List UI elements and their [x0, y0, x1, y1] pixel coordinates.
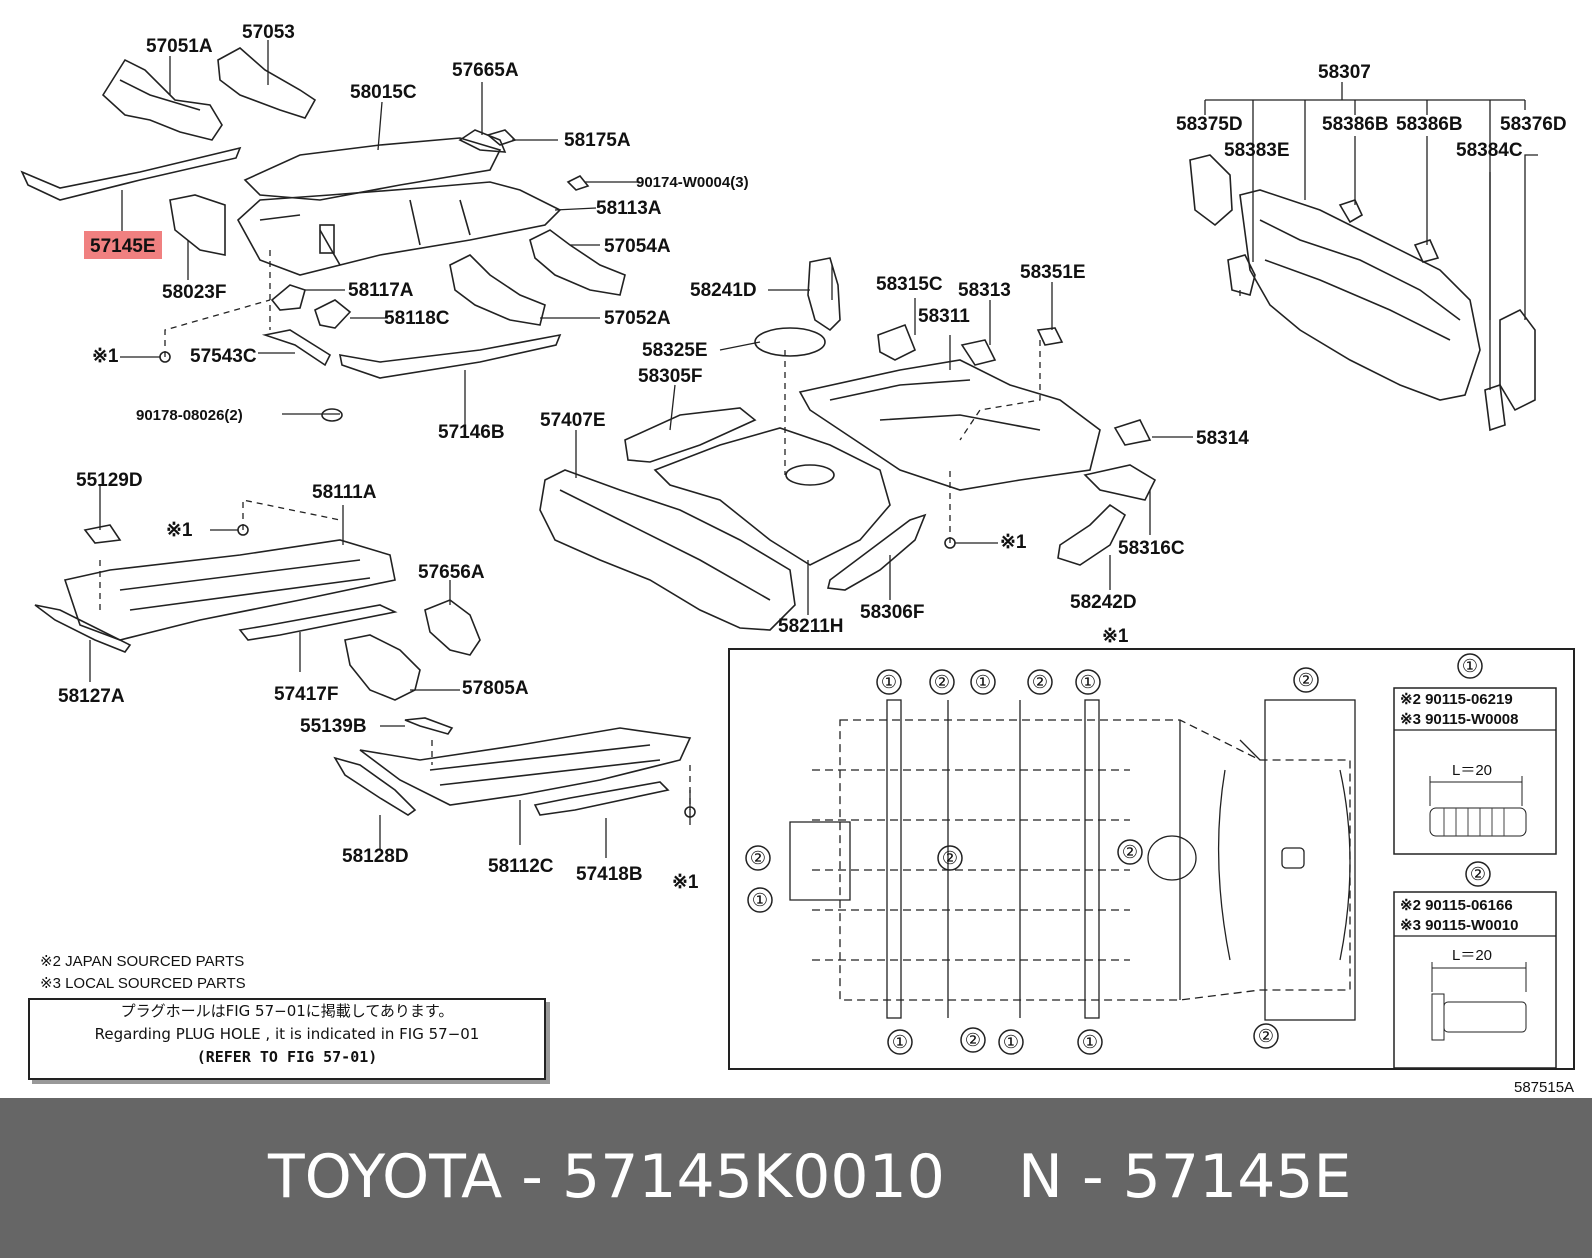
leader-lines [89, 40, 1538, 858]
callout-1: ① [1080, 672, 1096, 692]
label-58117A: 58117A [348, 280, 414, 301]
bolt1-length: L＝20 [1452, 762, 1492, 779]
label-57805A: 57805A [462, 678, 529, 699]
label-58241D: 58241D [690, 280, 757, 301]
label-58023F: 58023F [162, 282, 226, 303]
bolt-location-inset [728, 648, 1575, 1070]
bolt2-title: ② [1470, 864, 1486, 884]
label-58315C: 58315C [876, 274, 943, 295]
plug-note-en: Regarding PLUG HOLE , it is indicated in… [94, 1025, 480, 1043]
bolt1-local-part: ※3 90115-W0008 [1400, 711, 1518, 728]
bolt1-title: ① [1462, 656, 1478, 676]
label-57417F: 57417F [274, 684, 338, 705]
label-57053: 57053 [242, 22, 295, 43]
label-57407E: 57407E [540, 410, 606, 431]
bolt-spec-1: ① ※2 90115-06219 ※3 90115-W0008 L＝20 [1393, 653, 1557, 855]
footer-banner: TOYOTA - 57145K0010 N - 57145E [0, 1098, 1592, 1258]
callout-2: ② [1298, 670, 1314, 690]
label-58376D: 58376D [1500, 114, 1567, 135]
footer-part-number: TOYOTA - 57145K0010 [268, 1142, 945, 1212]
label-58242D: 58242D [1070, 592, 1137, 613]
callout-2: ② [942, 848, 958, 868]
callout-1: ① [752, 890, 768, 910]
label-58307: 58307 [1318, 62, 1371, 83]
label-57052A: 57052A [604, 308, 671, 329]
label-57146B: 57146B [438, 422, 505, 443]
bolt-spec-2: ② ※2 90115-06166 ※3 90115-W0010 L＝20 [1393, 861, 1557, 1069]
label-57054A: 57054A [604, 236, 671, 257]
plug-hole-note: プラグホールはFIG 57−01に掲載してあります。 Regarding PLU… [28, 998, 546, 1080]
callout-2: ② [965, 1030, 981, 1050]
label-58386B-1: 58386B [1322, 114, 1389, 135]
label-55129D: 55129D [76, 470, 143, 491]
label-58383E: 58383E [1224, 140, 1290, 161]
label-58313: 58313 [958, 280, 1011, 301]
callout-1: ① [975, 672, 991, 692]
label-58314: 58314 [1196, 428, 1249, 449]
label-57418B: 57418B [576, 864, 643, 885]
label-x1-b: ※1 [1000, 532, 1027, 553]
dashed-leaders [99, 250, 1241, 810]
inset-drawing [789, 699, 1356, 1021]
label-58128D: 58128D [342, 846, 409, 867]
parts-diagram: 57051A 57053 58015C 57665A 58175A 90174-… [20, 22, 1575, 1096]
note-japan-sourced: ※2 JAPAN SOURCED PARTS [40, 953, 244, 970]
label-x1-a: ※1 [92, 346, 119, 367]
plug-note-ref: (REFER TO FIG 57-01) [196, 1048, 378, 1066]
label-90178: 90178-08026(2) [136, 407, 243, 424]
label-58113A: 58113A [596, 198, 662, 219]
callout-2: ② [750, 848, 766, 868]
callout-1: ① [881, 672, 897, 692]
plug-note-jp: プラグホールはFIG 57−01に掲載してあります。 [120, 1002, 454, 1020]
callout-1: ① [1082, 1032, 1098, 1052]
label-57145E: 57145E [90, 236, 156, 257]
bolt1-japan-part: ※2 90115-06219 [1400, 691, 1513, 708]
callout-2: ② [1032, 672, 1048, 692]
part-labels: 57051A 57053 58015C 57665A 58175A 90174-… [58, 22, 1567, 893]
label-58111A: 58111A [312, 482, 377, 503]
callout-2: ② [1122, 842, 1138, 862]
label-58015C: 58015C [350, 82, 417, 103]
label-x1-d: ※1 [672, 872, 699, 893]
label-x1-c: ※1 [166, 520, 193, 541]
label-58325E: 58325E [642, 340, 708, 361]
label-58112C: 58112C [488, 856, 554, 877]
bolt2-japan-part: ※2 90115-06166 [1400, 897, 1513, 914]
label-58351E: 58351E [1020, 262, 1086, 283]
label-57656A: 57656A [418, 562, 485, 583]
label-58211H: 58211H [778, 616, 844, 637]
label-58386B-2: 58386B [1396, 114, 1463, 135]
inset-callout-text: ① ② ① ② ① ② ② ② ② ① ① ② ① ① ② [750, 670, 1314, 1052]
note-local-sourced: ※3 LOCAL SOURCED PARTS [40, 975, 246, 992]
part-drawings [20, 47, 1536, 818]
label-58305F: 58305F [638, 366, 702, 387]
label-58316C: 58316C [1118, 538, 1185, 559]
label-x1-inset: ※1 [1102, 626, 1129, 647]
label-58175A: 58175A [564, 130, 631, 151]
label-58311: 58311 [918, 306, 970, 327]
figure-id: 587515A [1514, 1079, 1574, 1096]
callout-2: ② [1258, 1026, 1274, 1046]
label-55139B: 55139B [300, 716, 367, 737]
callout-1: ① [1003, 1032, 1019, 1052]
bolt2-local-part: ※3 90115-W0010 [1400, 917, 1518, 934]
footer-reference: N - 57145E [1018, 1142, 1352, 1212]
label-58127A: 58127A [58, 686, 125, 707]
label-90174: 90174-W0004(3) [636, 174, 749, 191]
label-57665A: 57665A [452, 60, 519, 81]
label-57543C: 57543C [190, 346, 257, 367]
callout-2: ② [934, 672, 950, 692]
label-58118C: 58118C [384, 308, 450, 329]
inset-callouts [745, 667, 1319, 1055]
label-58306F: 58306F [860, 602, 924, 623]
label-58384C: 58384C [1456, 140, 1523, 161]
callout-1: ① [892, 1032, 908, 1052]
highlight-57145E [84, 231, 162, 259]
label-57051A: 57051A [146, 36, 213, 57]
bolt2-length: L＝20 [1452, 947, 1492, 964]
label-58375D: 58375D [1176, 114, 1243, 135]
